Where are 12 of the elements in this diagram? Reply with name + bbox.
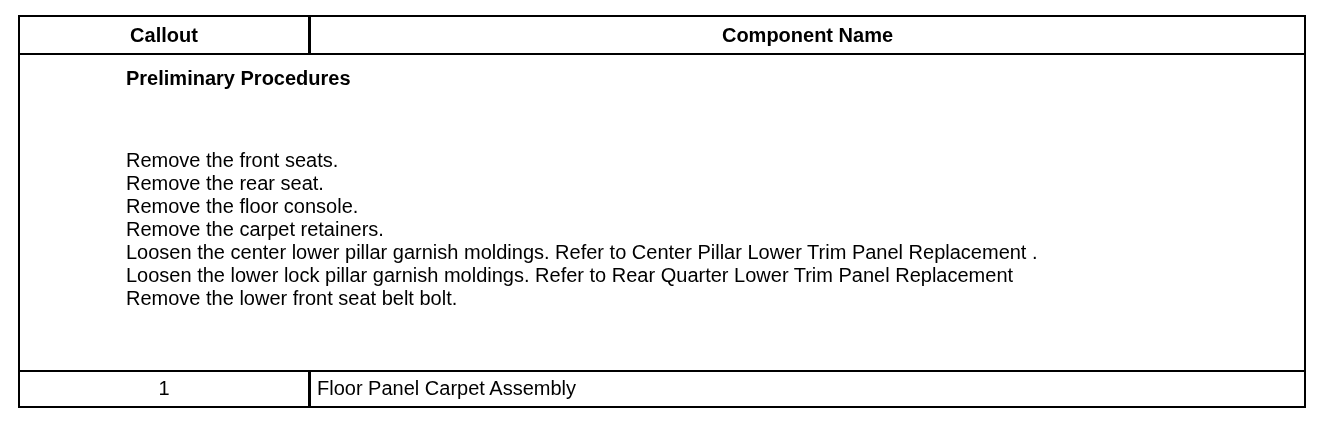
column-header: Component Name <box>720 24 895 47</box>
component-name: Floor Panel Carpet Assembly <box>317 377 576 400</box>
procedure-step: Remove the carpet retainers. <box>126 218 384 241</box>
procedure-step: Remove the lower front seat belt bolt. <box>126 287 458 310</box>
procedure-step: Remove the front seats. <box>126 149 339 172</box>
callout-number: 1 <box>157 377 171 400</box>
column-header: Callout <box>129 24 199 47</box>
procedure-step: Loosen the lower lock pillar garnish moldings. Refer to Rear Quarter Lower Trim Panel Replacement <box>126 264 1014 287</box>
procedure-step: Remove the rear seat. <box>126 172 324 195</box>
section-heading: Preliminary Procedures <box>126 67 351 90</box>
procedure-step: Remove the floor console. <box>126 195 359 218</box>
procedure-step: Loosen the center lower pillar garnish moldings. Refer to Center Pillar Lower Trim Panel Replacement . <box>126 241 1038 264</box>
